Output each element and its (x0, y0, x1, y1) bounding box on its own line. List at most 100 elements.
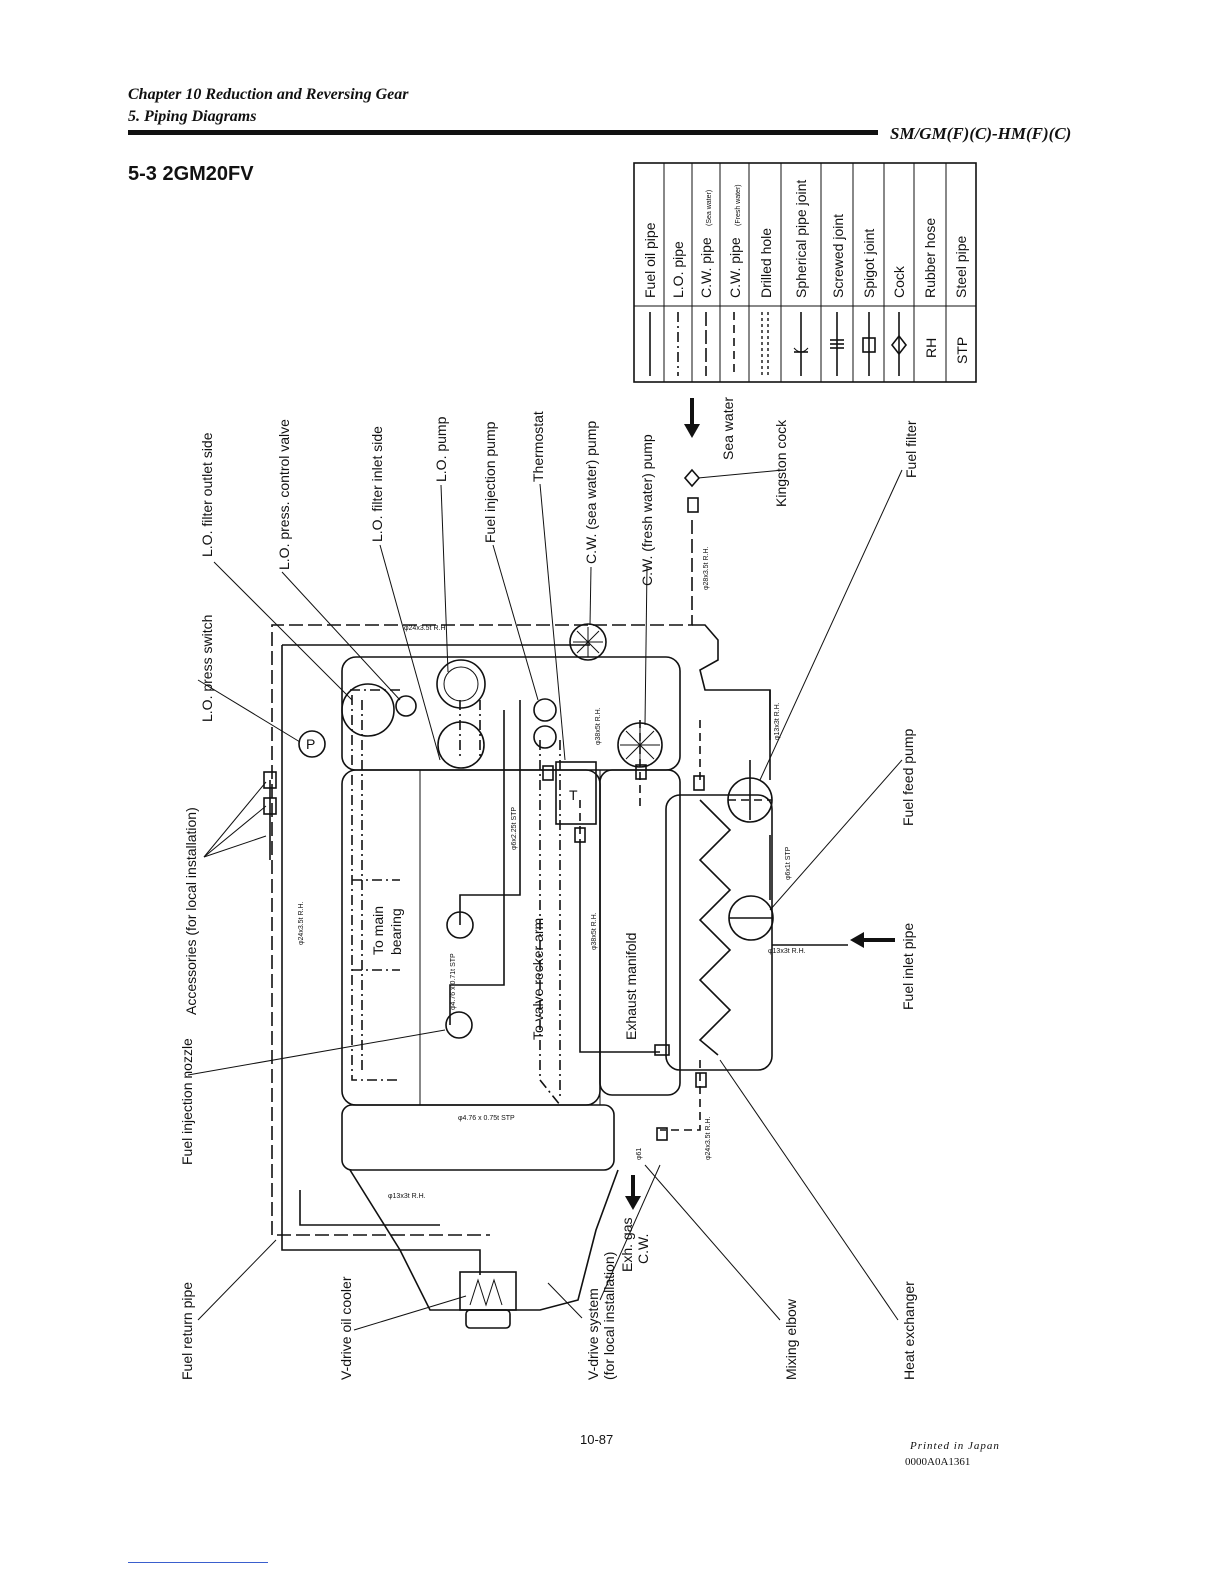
spec-p13-fuel: φ13x3t R.H. (768, 948, 806, 955)
spec-p476-071: φ4.76 x 0.71t STP (450, 953, 457, 1010)
label-exhaust-manifold: Exhaust manifold (623, 933, 639, 1040)
label-lo-filter-inlet: L.O. filter inlet side (369, 426, 385, 542)
spec-p24-top: φ24x3.5t R.H. (404, 625, 448, 632)
fuel-injection-pump-2 (533, 725, 557, 749)
legend-label-cw-sea: C.W. pipe (698, 237, 714, 298)
heat-exchanger-coil (698, 799, 732, 1056)
legend-label-drilled-hole: Drilled hole (758, 228, 774, 298)
legend-label-screwed-joint: Screwed joint (830, 214, 846, 298)
spec-p38: φ38x5t R.H. (595, 707, 602, 745)
label-lo-pump: L.O. pump (433, 416, 449, 482)
page-number: 10-87 (580, 1432, 614, 1447)
spec-p38-b: φ38x5t R.H. (591, 912, 598, 950)
lo-press-switch (298, 730, 326, 758)
printed-note: Printed in Japan (910, 1440, 1000, 1452)
spec-p6-225: φ6x2.25t STP (511, 807, 518, 850)
heat-exchanger-outline (665, 794, 773, 1071)
legend-note-fresh-water: (Fresh water) (735, 184, 742, 226)
legend-label-steel-pipe: Steel pipe (953, 236, 969, 298)
callout-labels: L.O. filter outlet side L.O. press. cont… (179, 397, 919, 1380)
header-rule (128, 130, 878, 135)
label-fuel-injection-pump: Fuel injection pump (482, 421, 498, 543)
label-vdrive-system: V-drive system (585, 1288, 601, 1380)
kingston-cock-icon (683, 468, 701, 488)
pipe-spec-labels: φ24x3.5t R.H. φ24x3.5t R.H. φ28x3.5t R.H… (298, 546, 806, 1200)
label-sea-water: Sea water (720, 397, 736, 460)
label-vdrive-oil-cooler: V-drive oil cooler (338, 1276, 354, 1380)
legend-table: RH STP Fuel oil pipe L.O. pipe C.W. pipe… (633, 162, 977, 383)
spec-p476-bottom: φ4.76 x 0.75t STP (458, 1115, 515, 1122)
label-fuel-filter: Fuel filter (903, 420, 919, 478)
fuel-injection-pump-1 (533, 698, 557, 722)
label-fuel-injection-nozzle: Fuel injection nozzle (179, 1038, 195, 1165)
spec-p13-bottom: φ13x3t R.H. (388, 1193, 426, 1200)
legend-label-spherical-joint: Spherical pipe joint (793, 180, 809, 298)
spec-p6-1: φ6x1t STP (785, 846, 792, 880)
label-lo-press-control: L.O. press. control valve (276, 419, 292, 570)
label-fuel-inlet-pipe: Fuel inlet pipe (900, 923, 916, 1010)
engine-block (341, 656, 773, 1311)
label-thermostat: Thermostat (530, 411, 546, 482)
spec-p13-right: φ13x3t R.H. (774, 702, 781, 740)
flow-arrows (625, 398, 895, 1210)
thermostat (555, 761, 597, 825)
section-title: 5. Piping Diagrams (128, 108, 257, 125)
chapter-title: Chapter 10 Reduction and Reversing Gear (128, 86, 409, 103)
legend-label-lo-pipe: L.O. pipe (670, 241, 686, 298)
label-exh-gas: Exh. gas (619, 1218, 635, 1272)
cw-fresh-water-pump (617, 722, 663, 768)
fuel-injection-nozzle-2 (445, 1011, 473, 1039)
label-mixing-elbow: Mixing elbow (783, 1298, 799, 1380)
document-code: 0000A0A1361 (905, 1456, 971, 1468)
legend-code-stp: STP (954, 337, 970, 364)
label-to-main-bearing-1: To main (370, 906, 386, 955)
lo-pump-top (436, 659, 486, 709)
label-cw-fresh-pump: C.W. (fresh water) pump (639, 434, 655, 586)
label-kingston-cock: Kingston cock (773, 419, 789, 507)
spec-p24-bottom: φ24x3.5t R.H. (705, 1116, 712, 1160)
label-heat-exchanger: Heat exchanger (901, 1281, 917, 1380)
lo-press-control-valve (395, 695, 417, 717)
legend-code-rh: RH (923, 338, 939, 358)
cw-sea-water-pump (569, 623, 607, 661)
cylinder-head-outline (341, 656, 681, 771)
figure-title: 5-3 2GM20FV (128, 163, 254, 185)
lo-filter (341, 683, 395, 737)
leader-lines (187, 469, 903, 1331)
fuel-injection-nozzle-1 (446, 911, 474, 939)
legend-spherical-joint-icon (793, 312, 809, 376)
legend-label-rubber-hose: Rubber hose (922, 218, 938, 298)
lo-pump (437, 721, 485, 769)
spec-p24-left: φ24x3.5t R.H. (298, 901, 305, 945)
press-switch-letter: P (306, 736, 315, 752)
label-cw-sea-pump: C.W. (sea water) pump (583, 421, 599, 564)
legend-spigot-joint-icon (862, 312, 876, 376)
label-to-main-bearing-2: bearing (388, 908, 404, 955)
bottom-rule (128, 1562, 268, 1563)
label-lo-press-switch: L.O. press switch (199, 615, 215, 722)
oil-pan-outline (341, 1104, 615, 1171)
label-fuel-return-pipe: Fuel return pipe (179, 1282, 195, 1380)
label-exh-cw: C.W. (635, 1234, 651, 1264)
label-lo-filter-outlet: L.O. filter outlet side (199, 432, 215, 557)
thermostat-letter: T (569, 787, 578, 803)
legend-label-spigot-joint: Spigot joint (861, 229, 877, 298)
legend-label-fuel-oil-pipe: Fuel oil pipe (642, 222, 658, 298)
label-fuel-feed-pump: Fuel feed pump (900, 729, 916, 826)
legend-screwed-joint-icon (830, 312, 844, 376)
spec-p61: φ61 (636, 1148, 643, 1160)
legend-label-cock: Cock (891, 265, 907, 298)
inner-labels: To main bearing To valve recker arm Exha… (370, 906, 639, 1040)
model-code: SM/GM(F)(C)-HM(F)(C) (890, 124, 1072, 143)
vdrive-housing-outline (349, 1169, 619, 1311)
label-to-valve-rocker-arm: To valve recker arm (530, 918, 546, 1040)
legend-note-sea-water: (Sea water) (706, 190, 713, 226)
components: P T (263, 468, 774, 1329)
legend-cock-icon (890, 312, 908, 376)
exhaust-manifold-outline (599, 769, 681, 1096)
pipes (269, 520, 848, 1301)
legend-label-cw-fresh: C.W. pipe (727, 237, 743, 298)
label-accessories: Accessories (for local installation) (183, 807, 199, 1015)
spec-p28: φ28x3.5t R.H. (703, 546, 710, 590)
